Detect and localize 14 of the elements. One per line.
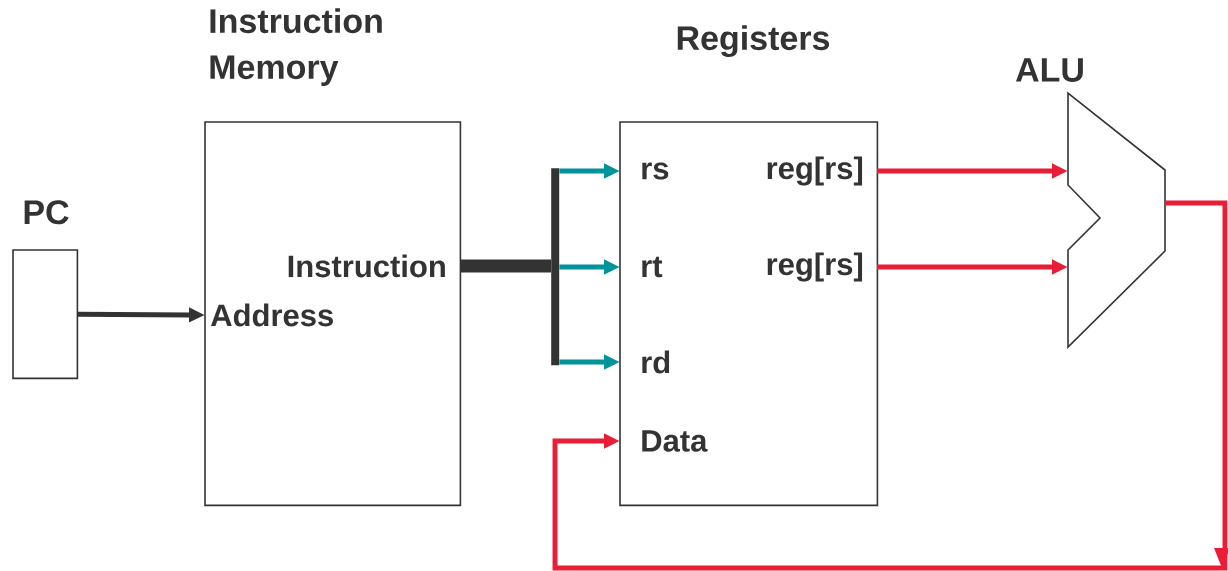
- port-label: Data: [642, 430, 708, 452]
- port-label: rd: [642, 350, 670, 374]
- bus-bar: [551, 168, 560, 366]
- port-label: reg[rs]: [767, 156, 863, 186]
- heading: PC: [24, 200, 69, 225]
- port-label: Instruction: [288, 254, 445, 278]
- heading: Registers: [677, 25, 830, 58]
- arrow: [552, 200, 1228, 571]
- heading: Instruction Memory: [210, 8, 382, 86]
- port-label: reg[rs]: [767, 252, 863, 282]
- port-label: rt: [642, 256, 663, 278]
- heading: ALU: [1015, 58, 1083, 82]
- port-label: Address: [210, 303, 333, 327]
- port-label: rs: [642, 162, 669, 180]
